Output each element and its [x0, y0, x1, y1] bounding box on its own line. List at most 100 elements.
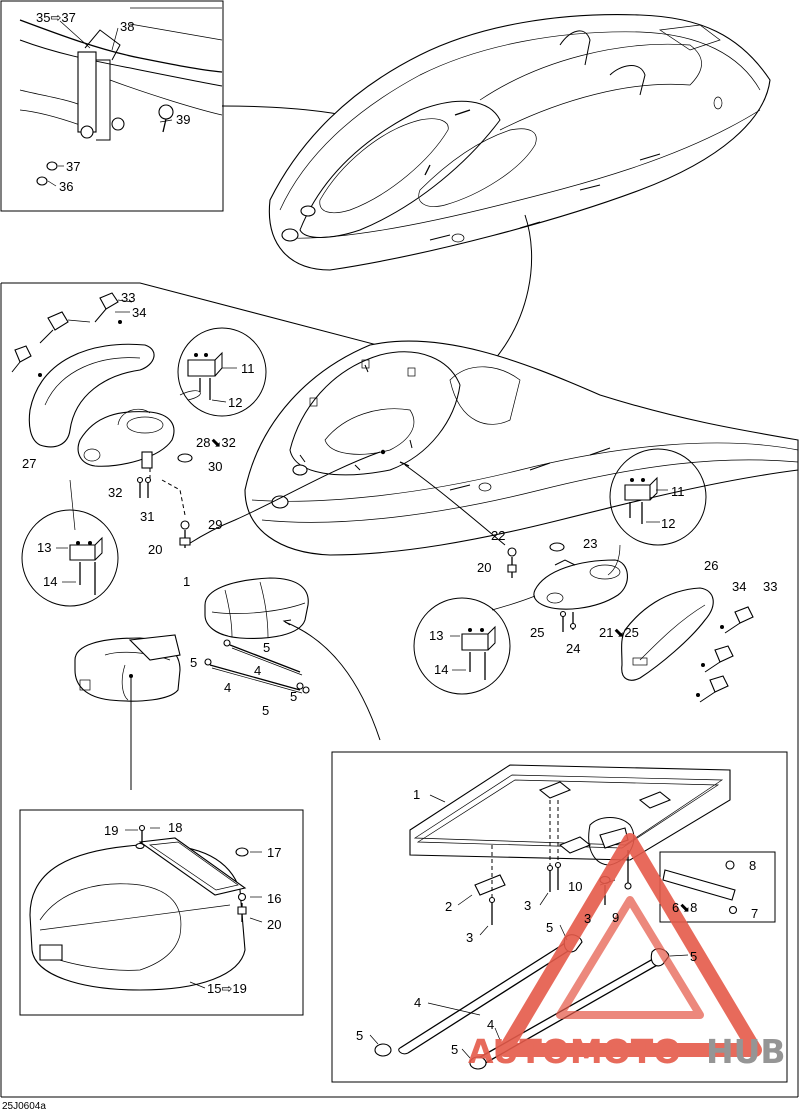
cushion-detail	[29, 824, 263, 991]
callout-34-left: 34	[132, 305, 146, 320]
callout-34-right: 34	[732, 579, 746, 594]
callout-25: 25	[530, 625, 544, 640]
callout-5-e: 5	[546, 920, 553, 935]
callout-13-left: 13	[37, 540, 51, 555]
callout-9: 9	[612, 910, 619, 925]
screws-part-3	[488, 800, 562, 925]
screw-part-20-left	[179, 537, 191, 546]
bracket-detail-circle-upper-left	[177, 327, 267, 417]
screw-part-39	[158, 104, 174, 120]
backrest-part-27	[28, 343, 155, 448]
backrest-part-26	[621, 587, 714, 681]
nut-part-37	[46, 161, 58, 171]
end-cap-part-5-c	[374, 1043, 392, 1057]
callout-4-b: 4	[254, 663, 261, 678]
rod-part-4-a	[209, 664, 301, 691]
end-cap-part-5-d	[469, 1056, 487, 1070]
bracket-part-37	[77, 51, 97, 133]
callout-37: 37	[66, 159, 80, 174]
callout-22: 22	[491, 528, 505, 543]
right-backrest-assembly	[491, 542, 754, 703]
watermark-text-automoto: AUTOMOTO	[468, 1032, 681, 1071]
callout-31: 31	[140, 509, 154, 524]
armrest-part-21	[533, 559, 628, 610]
callout-18: 18	[168, 820, 182, 835]
detail-frame-cushion	[19, 809, 304, 1016]
screws-part-31-32	[136, 476, 152, 498]
callout-20-bottom: 20	[267, 917, 281, 932]
screw-part-18	[138, 824, 146, 832]
pivot-part-36	[80, 125, 94, 139]
callout-14-right: 14	[434, 662, 448, 677]
bracket-detail-circle-right	[413, 597, 511, 695]
armrest-part-28	[77, 411, 175, 467]
callout-14-left: 14	[43, 574, 57, 589]
watermark: AUTOMOTO HUB	[468, 833, 786, 1071]
callout-3-b: 3	[466, 930, 473, 945]
callout-20-left: 20	[148, 542, 162, 557]
callout-19: 19	[104, 823, 118, 838]
cap-part-23	[549, 542, 565, 552]
cap-part-30	[177, 453, 193, 463]
callout-labels: 35⇨37 38 39 37 36 33 34 11 12 27 28⬊32 3…	[22, 10, 777, 1057]
callout-35-37: 35⇨37	[36, 10, 76, 25]
callout-21-25: 21⬊25	[599, 625, 639, 640]
cap-part-17	[235, 847, 249, 857]
callout-16: 16	[267, 891, 281, 906]
callout-7: 7	[751, 906, 758, 921]
watermark-text-hub: HUB	[706, 1032, 786, 1071]
callout-5-b: 5	[263, 640, 270, 655]
clips-part-33-34-left	[11, 292, 133, 377]
callout-27: 27	[22, 456, 36, 471]
callout-1-base: 1	[413, 787, 420, 802]
callout-2: 2	[445, 899, 452, 914]
callout-5-h: 5	[451, 1042, 458, 1057]
callout-5-f: 5	[690, 949, 697, 964]
callout-32: 32	[108, 485, 122, 500]
watermark-triangle-icon	[498, 833, 762, 1057]
callout-39: 39	[176, 112, 190, 127]
callout-11-left: 11	[241, 361, 255, 376]
callout-11-right: 11	[671, 484, 685, 499]
callout-28-32: 28⬊32	[196, 435, 236, 450]
callout-24: 24	[566, 641, 580, 656]
leader-bow-to-left-cushion	[186, 451, 381, 546]
folding-cushion-assembly	[74, 634, 181, 790]
callout-1-top: 1	[183, 574, 190, 589]
callout-36: 36	[59, 179, 73, 194]
callout-33-right: 33	[763, 579, 777, 594]
callout-4-c: 4	[414, 995, 421, 1010]
callout-3-a: 3	[524, 898, 531, 913]
callout-5-g: 5	[356, 1028, 363, 1043]
leader-bow-to-right-cushion	[404, 464, 506, 546]
hinge-plate-part-19	[138, 837, 247, 896]
callout-8: 8	[749, 858, 756, 873]
callout-10: 10	[568, 879, 582, 894]
callout-15-19: 15⇨19	[207, 981, 247, 996]
callout-38: 38	[120, 19, 134, 34]
callout-6-8: 6⬊8	[672, 900, 697, 915]
cap-part-8	[725, 860, 735, 870]
callout-13-right: 13	[429, 628, 443, 643]
seat-middle-assembly	[204, 577, 381, 741]
nut-part-9	[624, 882, 632, 890]
callout-30: 30	[208, 459, 222, 474]
boat-bow-view	[186, 340, 799, 556]
clips-part-33-34-right	[696, 606, 754, 703]
callout-5-a: 5	[190, 655, 197, 670]
callout-12-left: 12	[228, 395, 242, 410]
callout-5-d: 5	[262, 703, 269, 718]
callout-4-d: 4	[487, 1017, 494, 1032]
bracket-detail-circle-left	[21, 509, 119, 607]
callout-3-c: 3	[584, 911, 591, 926]
rod-part-4-c	[399, 939, 571, 1049]
washer-part-22	[507, 547, 517, 557]
callout-17: 17	[267, 845, 281, 860]
callout-26: 26	[704, 558, 718, 573]
callout-5-c: 5	[290, 689, 297, 704]
windshield-bracket-detail	[19, 7, 223, 187]
left-backrest-assembly	[11, 292, 201, 548]
boat-full-view	[268, 14, 771, 271]
rod-part-4-b	[229, 644, 301, 673]
